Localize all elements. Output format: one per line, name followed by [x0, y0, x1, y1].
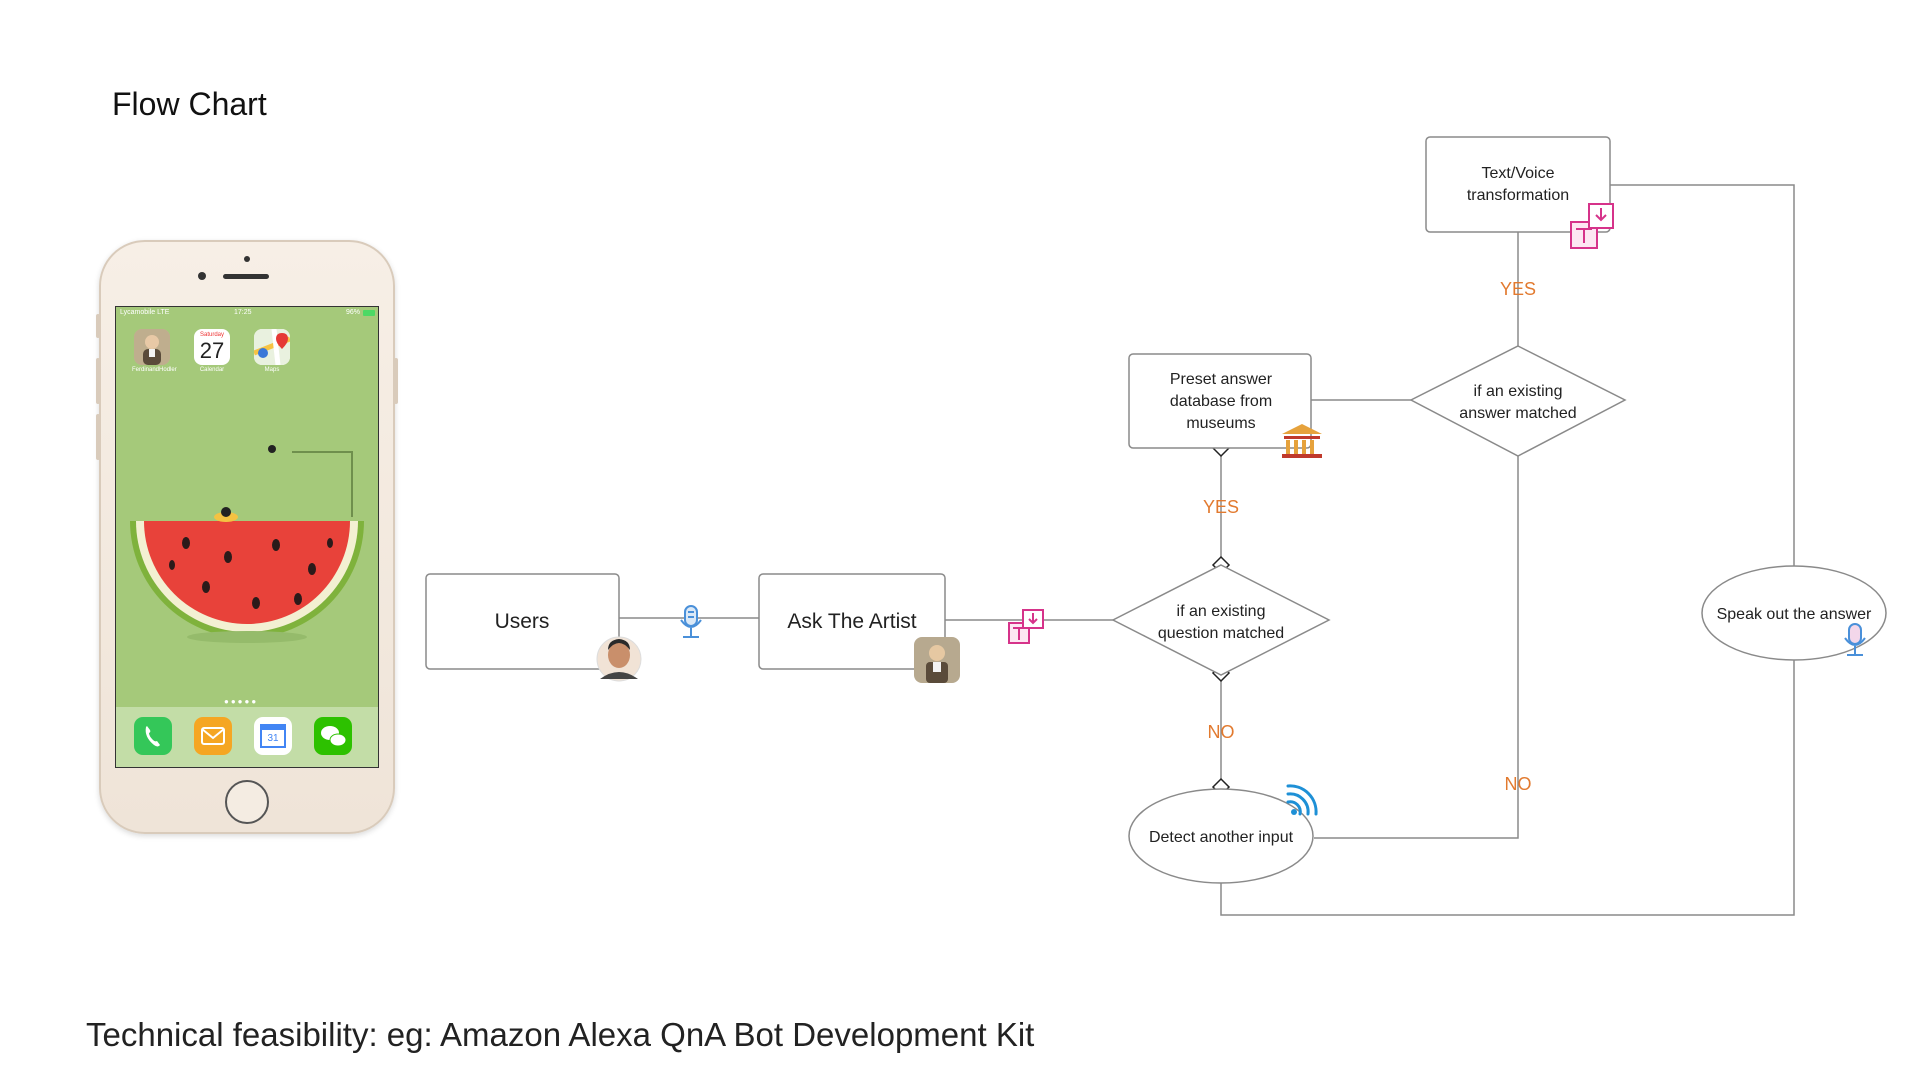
maps-icon: [254, 329, 290, 365]
google-calendar-glyph: [260, 724, 286, 748]
phone-mockup: Lycamobile LTE 17:25 96% FerdinandHodler…: [96, 240, 398, 834]
home-button[interactable]: [225, 780, 269, 824]
mail-glyph: [201, 727, 225, 745]
app-label: Maps: [264, 367, 280, 373]
mail-icon[interactable]: [194, 717, 232, 755]
page-title: Flow Chart: [112, 86, 267, 122]
node-answer-matched-line1: if an existing: [1474, 383, 1563, 400]
node-preset-database-line2: database from: [1170, 393, 1272, 410]
phone-screen: Lycamobile LTE 17:25 96% FerdinandHodler…: [115, 306, 379, 768]
google-calendar-icon[interactable]: 31: [254, 717, 292, 755]
wechat-glyph: [321, 726, 347, 747]
portrait-glyph: [134, 329, 170, 365]
text-voice-transform-icon: [1570, 203, 1614, 249]
wechat-icon[interactable]: [314, 717, 352, 755]
watermelon-wallpaper: [130, 445, 364, 643]
portrait-app-icon: [134, 329, 170, 365]
node-answer-matched-line2: answer matched: [1459, 405, 1576, 422]
phone-volume-down: [96, 414, 100, 460]
status-time: 17:25: [234, 309, 252, 316]
node-users-label: Users: [495, 610, 550, 633]
node-answer-matched[interactable]: [1409, 345, 1627, 457]
wifi-signal-icon: [1286, 784, 1318, 816]
node-ask-the-artist-label: Ask The Artist: [787, 610, 916, 633]
status-battery: 96%: [345, 309, 360, 316]
status-carrier: Lycamobile LTE: [120, 309, 170, 316]
node-text-voice-line2: transformation: [1467, 187, 1569, 204]
node-question-matched-line1: if an existing: [1177, 603, 1266, 620]
app-ferdinandhodler[interactable]: FerdinandHodler: [132, 329, 177, 373]
phone-volume-up: [96, 358, 100, 404]
node-question-matched-line2: question matched: [1158, 625, 1284, 642]
battery-icon: [363, 310, 375, 316]
label-yes-database: YES: [1203, 497, 1239, 517]
phone-power-button: [394, 358, 398, 404]
label-yes-transform: YES: [1500, 279, 1536, 299]
node-detect-input-label: Detect another input: [1149, 829, 1294, 846]
node-users[interactable]: [425, 573, 620, 670]
edge-answer-detect: [1314, 456, 1519, 839]
dock: 31: [116, 707, 378, 767]
flow-edges: [619, 184, 1795, 916]
footer-note: Technical feasibility: eg: Amazon Alexa …: [86, 1016, 1035, 1053]
node-preset-database-line1: Preset answer: [1170, 371, 1273, 388]
node-speak-out[interactable]: [1701, 565, 1887, 661]
node-text-voice-line1: Text/Voice: [1482, 165, 1555, 182]
status-bar: Lycamobile LTE 17:25 96%: [116, 307, 378, 321]
museum-icon: [1282, 424, 1322, 458]
label-no-detect: NO: [1208, 722, 1235, 742]
microphone-speak-icon: [1844, 623, 1866, 656]
node-detect-input[interactable]: [1128, 788, 1314, 884]
calendar-day: Saturday: [199, 332, 224, 338]
calendar-date: 27: [199, 338, 225, 363]
node-text-voice-transformation[interactable]: [1425, 136, 1611, 233]
app-label: Calendar: [199, 367, 225, 373]
calendar-dock-date: 31: [267, 733, 279, 744]
phone-glyph: [145, 726, 160, 747]
node-speak-out-label: Speak out the answer: [1717, 606, 1872, 623]
app-maps[interactable]: Maps: [252, 329, 292, 373]
app-calendar[interactable]: Saturday 27 Calendar: [192, 329, 232, 373]
maps-glyph: [254, 329, 290, 365]
phone-camera-icon: [198, 272, 206, 280]
microphone-icon: [680, 605, 702, 638]
page-indicator: ●●●●●: [224, 697, 259, 706]
phone-icon[interactable]: [134, 717, 172, 755]
node-preset-database[interactable]: [1128, 353, 1312, 449]
artist-avatar-icon: [914, 637, 960, 683]
node-question-matched[interactable]: [1111, 564, 1331, 676]
edge-detect-speak: [1220, 660, 1795, 916]
phone-speaker: [223, 274, 269, 279]
node-preset-database-line3: museums: [1186, 415, 1255, 432]
calendar-icon: Saturday 27: [194, 329, 230, 365]
phone-front-sensor: [244, 256, 250, 262]
edge-transform-speak: [1608, 184, 1795, 566]
node-ask-the-artist[interactable]: [758, 573, 946, 670]
user-avatar-icon: [596, 636, 642, 682]
label-no-answer: NO: [1505, 774, 1532, 794]
phone-mute-switch: [96, 314, 100, 338]
text-voice-icon: [1008, 609, 1044, 644]
app-label: FerdinandHodler: [132, 367, 177, 373]
